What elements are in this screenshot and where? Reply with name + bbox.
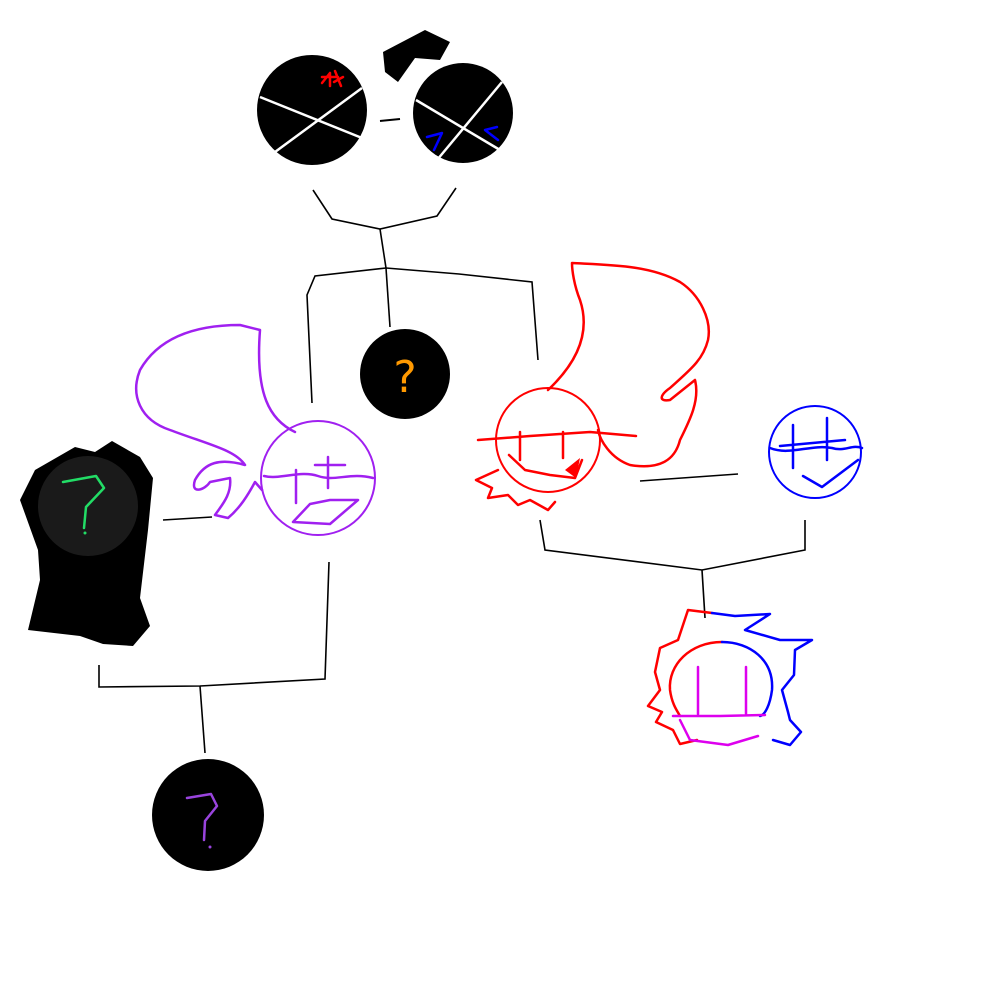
question-mark-icon (61, 474, 106, 530)
question-mark-icon: ? (393, 352, 416, 403)
blue-head (768, 405, 862, 499)
child-mouth-line (678, 718, 760, 747)
middle-unknown-character: ? (360, 329, 450, 419)
purple-character (135, 323, 376, 536)
child-hair-blue (710, 611, 814, 747)
purple-head (260, 420, 376, 536)
top-left-head (257, 55, 367, 165)
marriage-line (639, 473, 739, 482)
mixed-child-character (646, 608, 814, 747)
black-blob-unknown-character (20, 441, 153, 646)
child-face (671, 665, 767, 718)
blue-face (768, 416, 864, 489)
question-mark-icon (185, 792, 219, 842)
middle-unknown-head (360, 329, 450, 419)
bottom-unknown-head (152, 759, 264, 871)
blue-eye-mark (425, 131, 444, 152)
tree-lines-bottom-right (539, 519, 806, 619)
anger-mark-icon (320, 69, 345, 88)
red-hair (546, 261, 711, 468)
question-dot (208, 845, 212, 849)
tree-lines-top (306, 187, 539, 404)
tree-lines-bottom-left (98, 561, 330, 754)
cross-line (436, 81, 503, 161)
top-right-head (413, 63, 513, 163)
red-character (474, 261, 711, 512)
cross-line (259, 95, 363, 140)
blue-character (768, 405, 864, 499)
red-head (495, 387, 601, 493)
marriage-line (162, 516, 213, 521)
child-head-left (668, 640, 724, 718)
question-dot (83, 531, 87, 535)
child-head-right (720, 640, 774, 718)
red-mouth (565, 458, 580, 478)
top-left-crossed-character (257, 55, 367, 165)
cross-line (274, 86, 363, 154)
marriage-line (379, 118, 401, 122)
purple-face (262, 455, 375, 526)
red-face (474, 430, 638, 512)
purple-hair (135, 323, 297, 520)
top-right-crossed-character (413, 63, 513, 163)
child-hair-red (646, 608, 714, 746)
blue-eye-mark (483, 125, 500, 142)
black-hat-shape (383, 30, 450, 82)
cross-line (415, 98, 501, 152)
bottom-unknown-character (152, 759, 264, 871)
